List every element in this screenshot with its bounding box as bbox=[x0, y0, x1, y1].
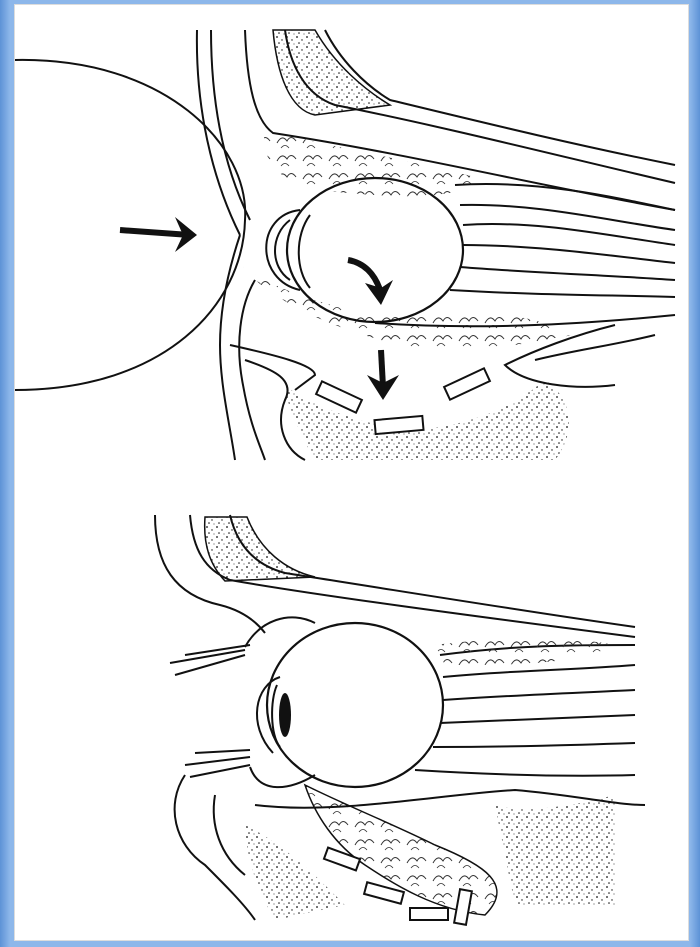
orbital-fat bbox=[264, 130, 485, 196]
figure-panel bbox=[14, 4, 689, 941]
bone-fragment bbox=[374, 416, 423, 434]
figure-drawing bbox=[15, 5, 688, 940]
maxillary-sinus-normal bbox=[245, 825, 345, 920]
floor-blowout-arrow bbox=[367, 350, 399, 400]
impact-sphere bbox=[15, 60, 245, 390]
lower-eyelid bbox=[250, 767, 315, 787]
bottom-diagram bbox=[155, 515, 645, 925]
orbital-fat-normal bbox=[435, 638, 615, 665]
bone-fragment bbox=[444, 368, 490, 399]
pupil bbox=[279, 693, 291, 737]
impact-arrow bbox=[120, 217, 197, 252]
eyeball bbox=[287, 178, 463, 322]
force-arrows bbox=[120, 217, 399, 400]
top-diagram bbox=[15, 30, 675, 460]
upper-orbital-bone bbox=[205, 517, 315, 581]
globe-displacement-arrow bbox=[348, 260, 393, 305]
bone-fragment-normal bbox=[410, 908, 448, 920]
eyeball-normal bbox=[267, 623, 443, 787]
